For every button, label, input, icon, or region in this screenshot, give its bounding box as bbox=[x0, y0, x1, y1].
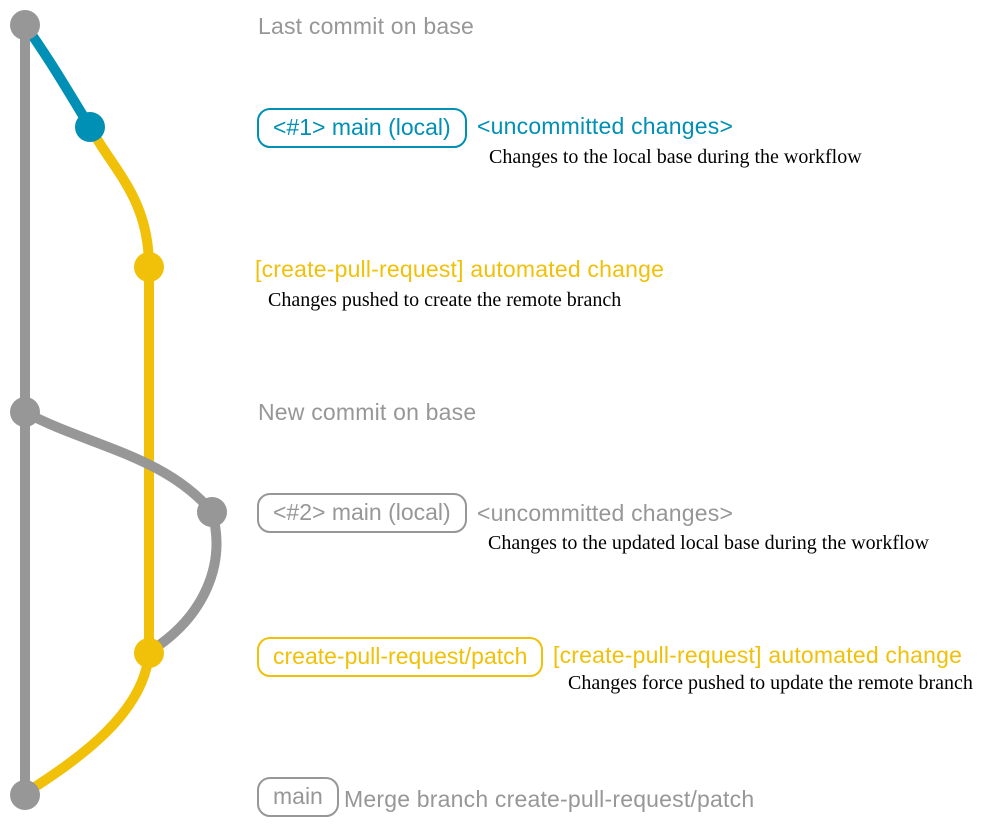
branch-edge-local2-to-patch bbox=[147, 507, 222, 655]
commit-dot-merge bbox=[10, 780, 40, 810]
label-new-commit-on-base: New commit on base bbox=[258, 399, 477, 425]
caption-local-base: Changes to the local base during the wor… bbox=[489, 146, 862, 168]
commit-dot-new-base bbox=[10, 397, 40, 427]
heading-automated-change-1: [create-pull-request] automated change bbox=[255, 256, 665, 282]
heading-automated-change-2: [create-pull-request] automated change bbox=[553, 642, 963, 668]
caption-updated-local-base: Changes to the updated local base during… bbox=[488, 532, 929, 554]
branch-edge-patch-line bbox=[85, 122, 154, 658]
heading-uncommitted-changes-1: <uncommitted changes> bbox=[477, 113, 734, 139]
badge-patch-branch: create-pull-request/patch bbox=[257, 637, 544, 678]
caption-pushed-create: Changes pushed to create the remote bran… bbox=[268, 289, 622, 311]
commit-dot-local1 bbox=[75, 112, 105, 142]
label-last-commit-on-base: Last commit on base bbox=[258, 13, 475, 39]
branch-edge-patch-merge bbox=[22, 648, 154, 797]
label-merge-message: Merge branch create-pull-request/patch bbox=[344, 786, 755, 812]
badge-main-local-1: <#1> main (local) bbox=[257, 108, 467, 149]
commit-dot-last-base bbox=[10, 10, 40, 40]
badge-main: main bbox=[257, 777, 339, 818]
commit-dot-patch1 bbox=[134, 252, 164, 282]
heading-uncommitted-changes-2: <uncommitted changes> bbox=[477, 500, 734, 526]
commit-dot-local2 bbox=[197, 497, 227, 527]
caption-force-pushed: Changes force pushed to update the remot… bbox=[568, 672, 973, 694]
branch-edge-base-to-local1 bbox=[20, 20, 95, 132]
branch-edge-base-to-local2 bbox=[20, 407, 217, 517]
commit-dot-patch2 bbox=[134, 638, 164, 668]
badge-main-local-2: <#2> main (local) bbox=[257, 493, 467, 534]
